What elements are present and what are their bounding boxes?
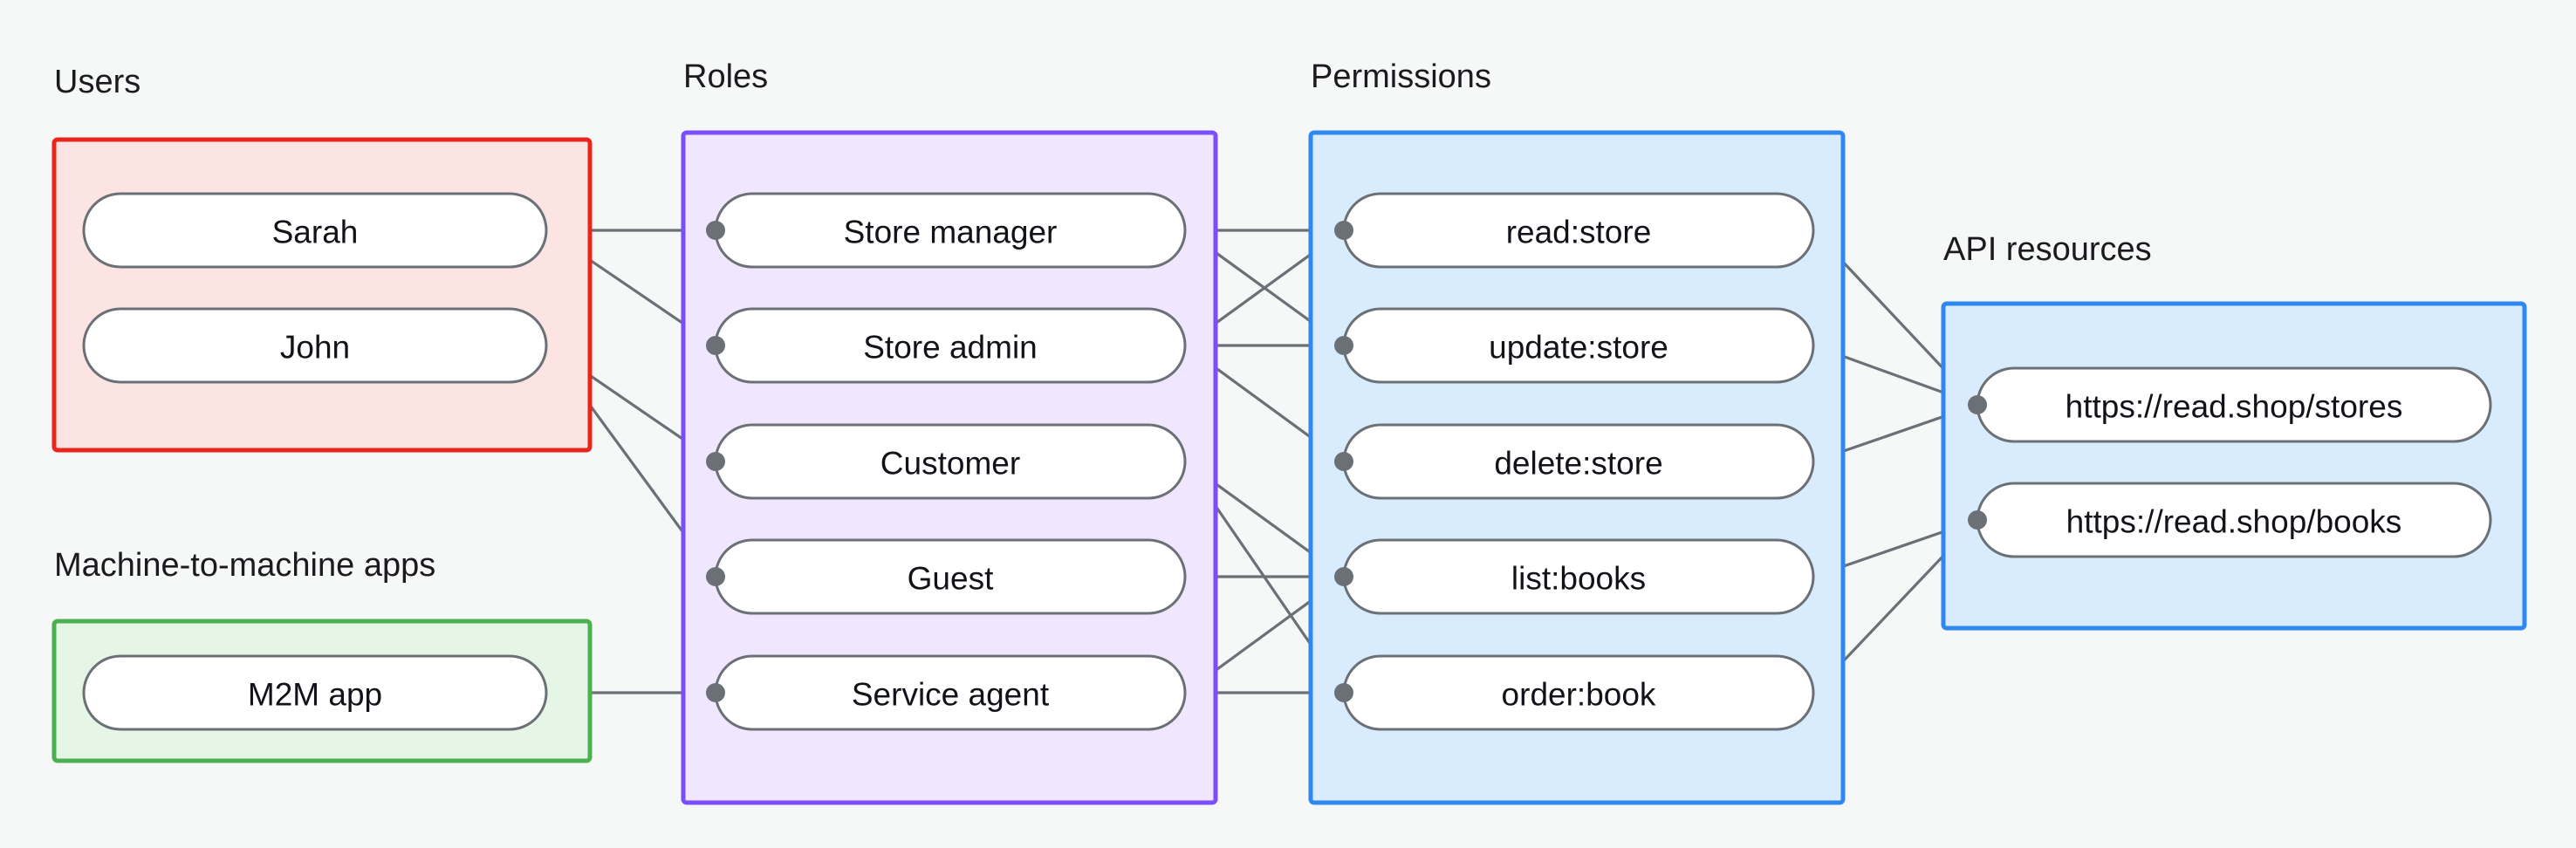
node-shape-sarah bbox=[82, 192, 548, 269]
connector-dot-layer bbox=[706, 221, 1987, 702]
node-order-book[interactable]: order:book bbox=[1342, 654, 1815, 731]
node-sarah[interactable]: Sarah bbox=[82, 192, 548, 269]
node-label-delete-store: delete:store bbox=[1494, 446, 1662, 482]
node-shape-m2mapp bbox=[82, 654, 548, 731]
node-label-store-manager: Store manager bbox=[844, 215, 1058, 250]
node-label-store-admin: Store admin bbox=[863, 330, 1038, 366]
node-john[interactable]: John bbox=[82, 307, 548, 384]
connector-dot bbox=[706, 567, 725, 586]
node-guest[interactable]: Guest bbox=[714, 538, 1187, 615]
node-label-john: John bbox=[280, 330, 350, 366]
node-label-guest: Guest bbox=[908, 561, 994, 597]
node-service-agent[interactable]: Service agent bbox=[714, 654, 1187, 731]
node-label-customer: Customer bbox=[880, 446, 1020, 482]
connector-dot bbox=[1334, 336, 1353, 355]
node-res-books[interactable]: https://read.shop/books bbox=[1976, 482, 2492, 558]
group-label-roles: Roles bbox=[683, 58, 768, 95]
node-store-manager[interactable]: Store manager bbox=[714, 192, 1187, 269]
node-label-order-book: order:book bbox=[1502, 677, 1656, 713]
node-delete-store[interactable]: delete:store bbox=[1342, 423, 1815, 500]
connector-dot bbox=[1334, 683, 1353, 702]
group-label-m2m: Machine-to-machine apps bbox=[54, 547, 435, 584]
group-label-api-resources: API resources bbox=[1943, 231, 2152, 268]
connector-dot bbox=[706, 683, 725, 702]
group-box-api-resources bbox=[1941, 301, 2527, 631]
node-list-books[interactable]: list:books bbox=[1342, 538, 1815, 615]
node-res-stores[interactable]: https://read.shop/stores bbox=[1976, 366, 2492, 443]
connector-dot bbox=[706, 452, 725, 471]
node-store-admin[interactable]: Store admin bbox=[714, 307, 1187, 384]
node-label-list-books: list:books bbox=[1511, 561, 1646, 597]
node-label-update-store: update:store bbox=[1489, 330, 1668, 366]
connector-dot bbox=[1968, 395, 1987, 414]
connector-dot bbox=[1968, 510, 1987, 530]
node-read-store[interactable]: read:store bbox=[1342, 192, 1815, 269]
connector-dot bbox=[706, 221, 725, 240]
connector-dot bbox=[1334, 567, 1353, 586]
node-shape-john bbox=[82, 307, 548, 384]
connector-dot bbox=[706, 336, 725, 355]
node-label-res-stores: https://read.shop/stores bbox=[2066, 389, 2403, 425]
node-label-res-books: https://read.shop/books bbox=[2066, 504, 2402, 540]
node-m2mapp[interactable]: M2M app bbox=[82, 654, 548, 731]
node-update-store[interactable]: update:store bbox=[1342, 307, 1815, 384]
node-customer[interactable]: Customer bbox=[714, 423, 1187, 500]
node-label-read-store: read:store bbox=[1506, 215, 1652, 250]
group-label-users: Users bbox=[54, 64, 140, 100]
node-label-m2mapp: M2M app bbox=[248, 677, 382, 713]
node-label-service-agent: Service agent bbox=[852, 677, 1050, 713]
node-label-sarah: Sarah bbox=[272, 215, 359, 250]
connector-dot bbox=[1334, 452, 1353, 471]
group-box-users bbox=[51, 137, 593, 453]
group-label-permissions: Permissions bbox=[1311, 58, 1491, 95]
connector-dot bbox=[1334, 221, 1353, 240]
